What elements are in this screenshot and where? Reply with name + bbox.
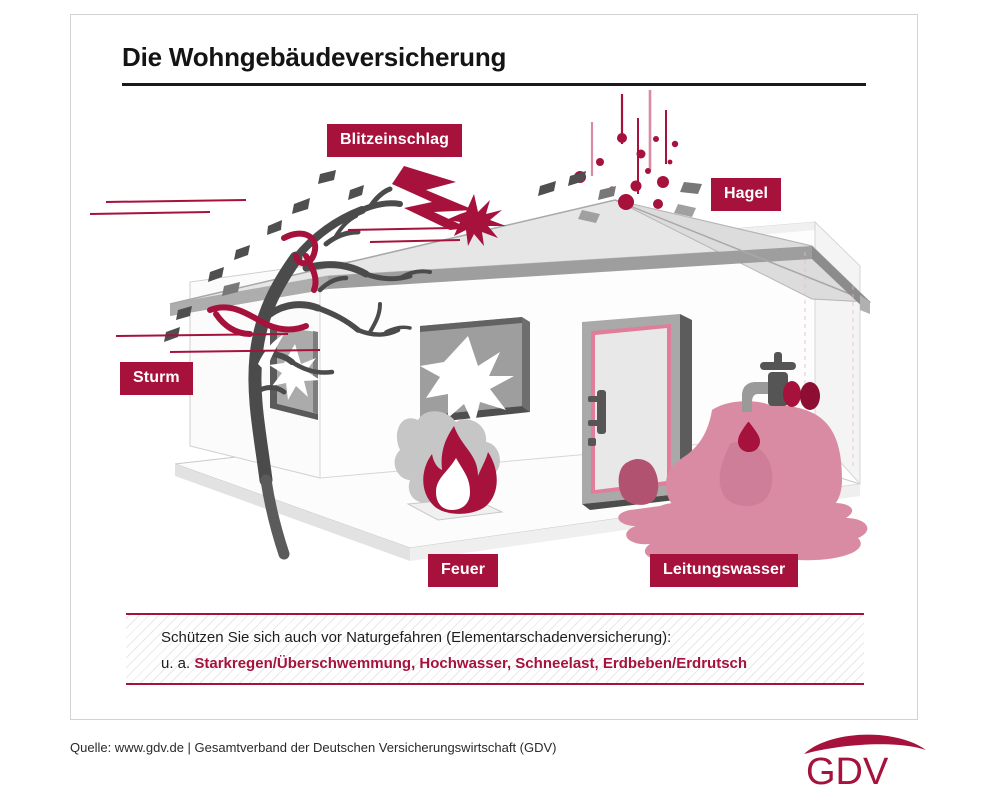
label-sturm[interactable]: Sturm	[120, 362, 193, 395]
lightning-impact-icon	[446, 194, 506, 246]
label-feuer[interactable]: Feuer	[428, 554, 499, 587]
elementary-damage-infobox: Schützen Sie sich auch vor Naturgefahren…	[126, 613, 864, 685]
lightning-icon	[392, 166, 506, 246]
gdv-logo: GDV	[804, 734, 926, 790]
tree-fork-icon	[258, 334, 284, 372]
storm-tree-icon	[248, 186, 432, 560]
fire-icon	[423, 426, 497, 514]
title-divider	[122, 83, 866, 86]
water-flood-icon	[618, 401, 868, 568]
infobox-line-2: u. a. Starkregen/Überschwemmung, Hochwas…	[161, 655, 747, 672]
page-title: Die Wohngebäudeversicherung	[122, 42, 507, 72]
house-illustration	[89, 90, 872, 568]
front-window-icon	[420, 317, 530, 426]
wind-lines-icon	[89, 199, 461, 353]
infobox-line-2-prefix: u. a.	[161, 655, 195, 672]
gdv-wordmark: GDV	[806, 751, 889, 790]
water-tap-icon	[738, 352, 820, 452]
infobox-line-2-highlight: Starkregen/Überschwemmung, Hochwasser, S…	[194, 655, 748, 672]
label-hagel[interactable]: Hagel	[711, 178, 782, 211]
label-leitungswasser[interactable]: Leitungswasser	[650, 554, 799, 587]
wind-gust-icon	[207, 230, 319, 337]
door-icon	[582, 314, 692, 510]
hail-icon	[574, 90, 679, 210]
label-blitzeinschlag[interactable]: Blitzeinschlag	[327, 124, 462, 157]
source-note: Quelle: www.gdv.de | Gesamtverband der D…	[70, 740, 557, 755]
gdv-swoosh-icon	[804, 734, 926, 754]
infobox-line-1: Schützen Sie sich auch vor Naturgefahren…	[161, 629, 672, 646]
